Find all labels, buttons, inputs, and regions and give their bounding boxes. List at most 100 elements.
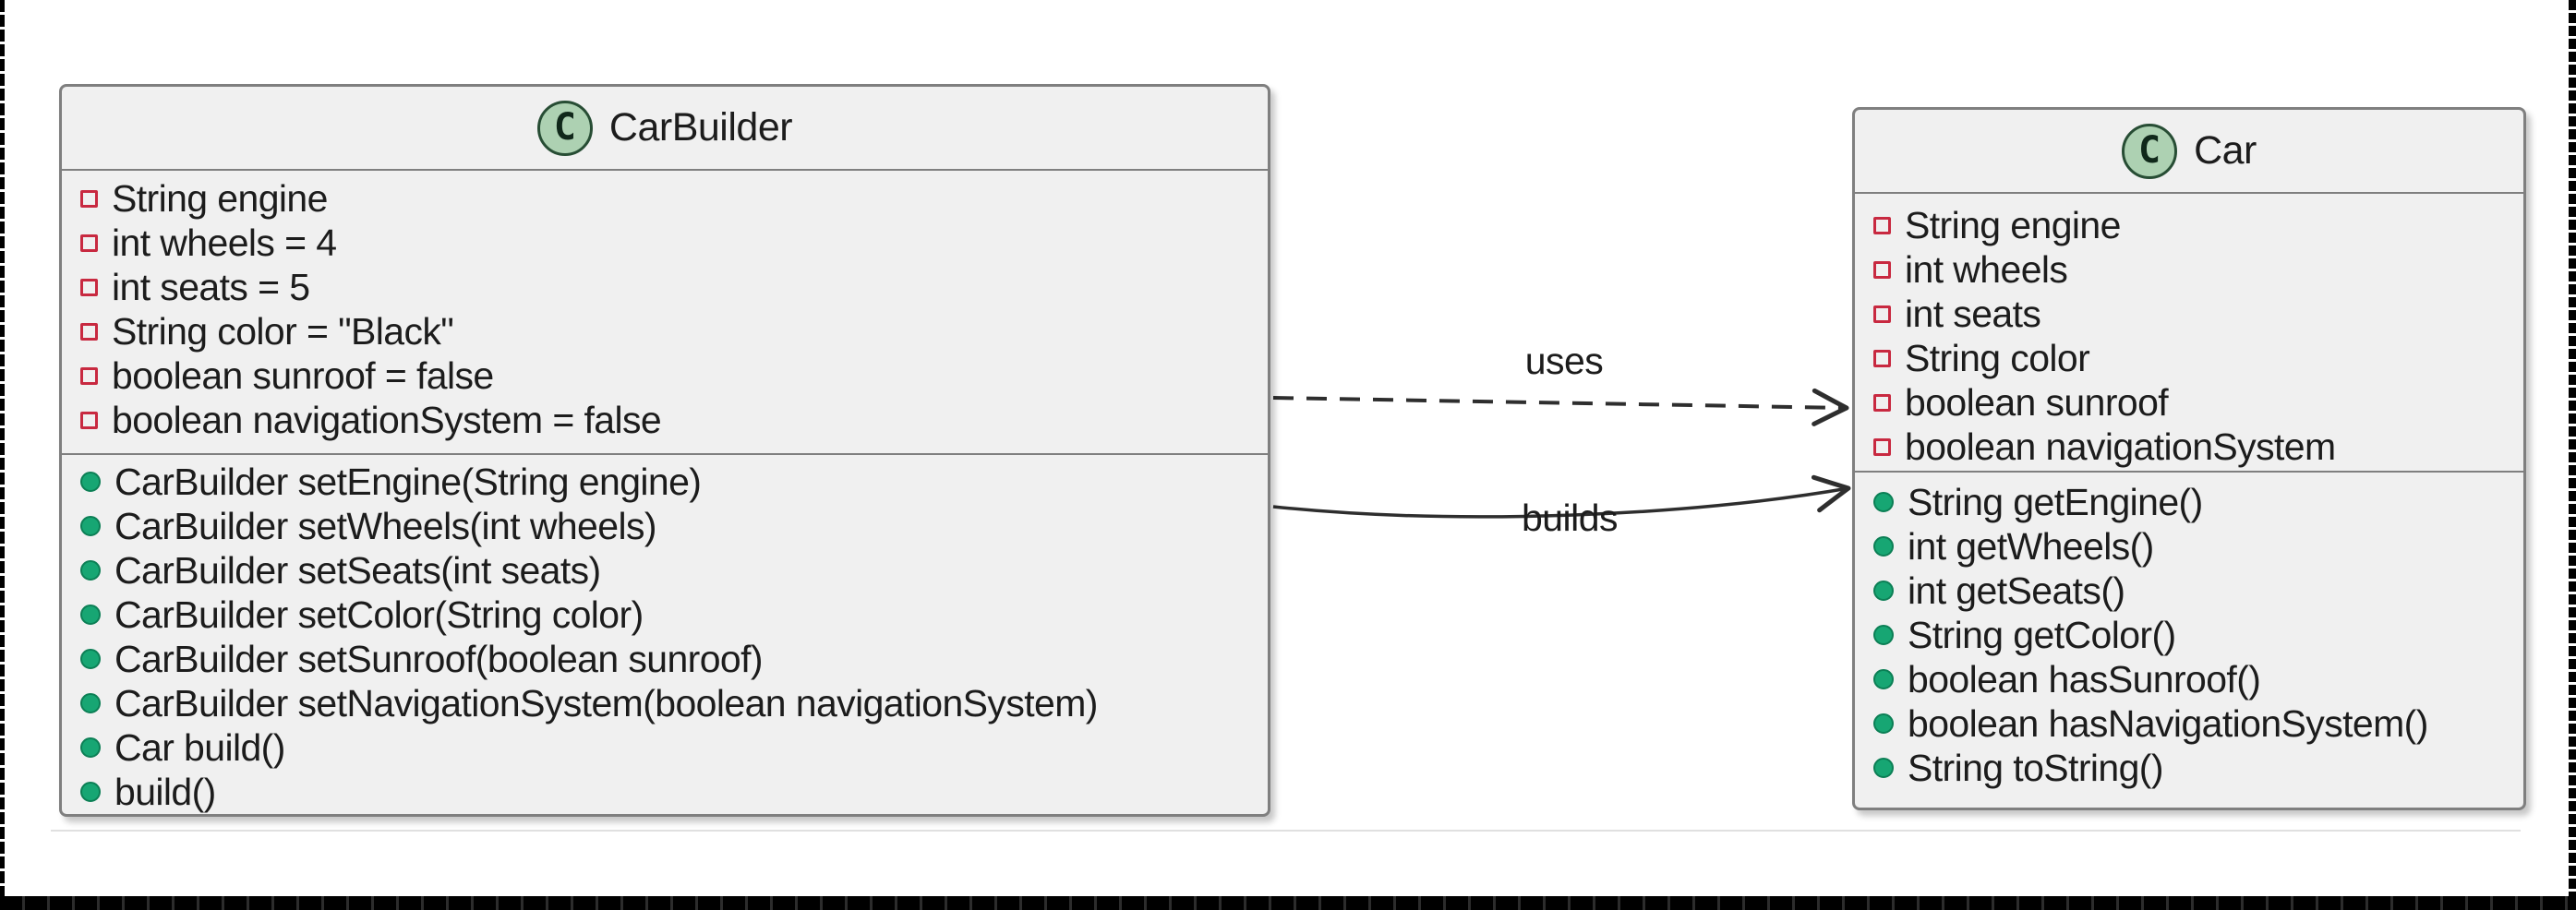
member-text: int wheels = 4 — [112, 221, 337, 264]
class-header: C Car — [1855, 110, 2523, 194]
method-row: int getWheels() — [1873, 524, 2514, 569]
member-text: String toString() — [1908, 746, 2164, 789]
member-text: boolean navigationSystem — [1905, 425, 2336, 468]
uses-label: uses — [1524, 340, 1604, 382]
attribute-row: int seats — [1873, 292, 2514, 336]
public-method-icon — [1873, 536, 1894, 557]
method-row: CarBuilder setEngine(String engine) — [80, 460, 1258, 504]
private-field-icon — [1873, 393, 1891, 412]
methods-section: String getEngine()int getWheels()int get… — [1855, 473, 2523, 808]
private-field-icon — [1873, 260, 1891, 279]
page-edge-left — [0, 0, 5, 910]
methods-section: CarBuilder setEngine(String engine)CarBu… — [62, 455, 1268, 814]
public-method-icon — [80, 693, 101, 713]
page-edge-right — [2569, 0, 2576, 910]
uses-arrow — [1272, 388, 1849, 426]
public-method-icon — [1873, 669, 1894, 689]
member-text: boolean sunroof = false — [112, 353, 494, 397]
member-text: String engine — [112, 176, 328, 220]
public-method-icon — [1873, 713, 1894, 734]
member-text: boolean sunroof — [1905, 380, 2169, 424]
member-text: String getEngine() — [1908, 480, 2203, 523]
method-row: String toString() — [1873, 746, 2514, 790]
method-row: CarBuilder setNavigationSystem(boolean n… — [80, 681, 1258, 725]
public-method-icon — [80, 737, 101, 758]
member-text: boolean navigationSystem = false — [112, 398, 662, 441]
member-text: CarBuilder setColor(String color) — [114, 593, 644, 636]
method-row: CarBuilder setSunroof(boolean sunroof) — [80, 637, 1258, 681]
attribute-row: int wheels — [1873, 247, 2514, 292]
private-field-icon — [80, 189, 98, 208]
public-method-icon — [1873, 492, 1894, 512]
public-method-icon — [1873, 581, 1894, 601]
private-field-icon — [80, 411, 98, 429]
private-field-icon — [80, 322, 98, 341]
member-text: int getSeats() — [1908, 569, 2125, 612]
member-text: Car build() — [114, 725, 285, 769]
builds-label: builds — [1521, 497, 1619, 539]
member-text: CarBuilder setSunroof(boolean sunroof) — [114, 637, 764, 680]
public-method-icon — [80, 516, 101, 536]
private-field-icon — [80, 366, 98, 385]
member-text: CarBuilder setEngine(String engine) — [114, 460, 702, 503]
attribute-row: String engine — [80, 176, 1258, 221]
public-method-icon — [1873, 625, 1894, 645]
attribute-row: String engine — [1873, 203, 2514, 247]
public-method-icon — [80, 472, 101, 492]
method-row: String getColor() — [1873, 613, 2514, 657]
method-row: CarBuilder setSeats(int seats) — [80, 548, 1258, 593]
member-text: CarBuilder setNavigationSystem(boolean n… — [114, 681, 1098, 724]
class-icon: C — [2122, 123, 2178, 179]
page-edge-bottom — [0, 896, 2576, 910]
method-row: boolean hasNavigationSystem() — [1873, 701, 2514, 746]
method-row: build() — [80, 770, 1258, 814]
member-text: CarBuilder setSeats(int seats) — [114, 548, 601, 592]
attribute-row: boolean sunroof = false — [80, 353, 1258, 398]
method-row: CarBuilder setWheels(int wheels) — [80, 504, 1258, 548]
member-text: int wheels — [1905, 247, 2068, 291]
method-row: String getEngine() — [1873, 480, 2514, 524]
member-text: int seats — [1905, 292, 2041, 335]
attribute-row: boolean sunroof — [1873, 380, 2514, 425]
private-field-icon — [80, 233, 98, 252]
attribute-row: int wheels = 4 — [80, 221, 1258, 265]
attribute-row: boolean navigationSystem — [1873, 425, 2514, 469]
class-name: Car — [2194, 128, 2257, 173]
attribute-row: boolean navigationSystem = false — [80, 398, 1258, 442]
member-text: String engine — [1905, 203, 2121, 246]
public-method-icon — [80, 605, 101, 625]
private-field-icon — [1873, 305, 1891, 323]
member-text: int seats = 5 — [112, 265, 310, 308]
public-method-icon — [80, 782, 101, 802]
private-field-icon — [1873, 216, 1891, 234]
method-row: boolean hasSunroof() — [1873, 657, 2514, 701]
member-text: String color — [1905, 336, 2090, 379]
method-row: int getSeats() — [1873, 569, 2514, 613]
public-method-icon — [80, 649, 101, 669]
class-icon-letter: C — [553, 105, 576, 149]
member-text: CarBuilder setWheels(int wheels) — [114, 504, 657, 547]
private-field-icon — [1873, 349, 1891, 367]
attribute-row: String color = "Black" — [80, 309, 1258, 353]
member-text: String color = "Black" — [112, 309, 454, 353]
member-text: boolean hasNavigationSystem() — [1908, 701, 2428, 745]
attribute-row: int seats = 5 — [80, 265, 1258, 309]
private-field-icon — [80, 278, 98, 296]
public-method-icon — [1873, 758, 1894, 778]
member-text: boolean hasSunroof() — [1908, 657, 2261, 700]
member-text: build() — [114, 770, 216, 813]
class-name: CarBuilder — [608, 105, 793, 150]
class-icon: C — [536, 100, 593, 156]
member-text: String getColor() — [1908, 613, 2176, 656]
method-row: Car build() — [80, 725, 1258, 770]
method-row: CarBuilder setColor(String color) — [80, 593, 1258, 637]
member-text: int getWheels() — [1908, 524, 2154, 568]
public-method-icon — [80, 560, 101, 581]
page-baseline-rule — [51, 830, 2521, 832]
class-icon-letter: C — [2138, 128, 2161, 172]
